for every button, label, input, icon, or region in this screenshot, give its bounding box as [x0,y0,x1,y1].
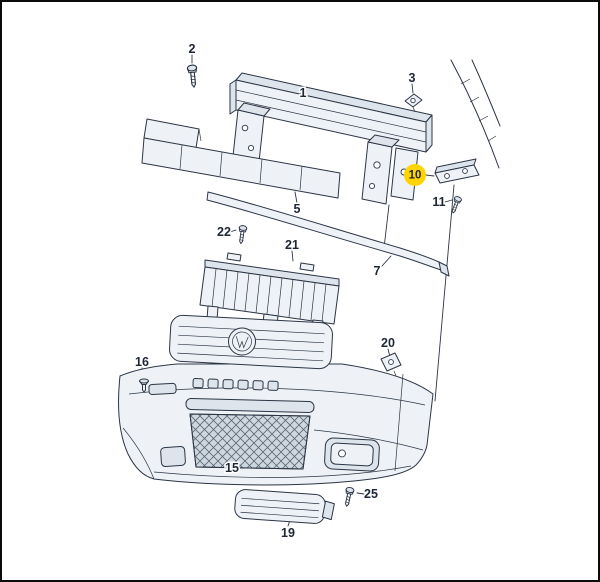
part-label-19[interactable]: 19 [280,525,297,542]
screw-part-25 [342,486,355,508]
highlight-circle[interactable] [404,164,426,186]
lower-trim-strip [206,191,450,277]
mounting-bracket-part-10 [434,158,480,184]
fog-light-grille [234,489,335,524]
part-label-15[interactable]: 15 [224,460,241,477]
part-label-11[interactable]: 11 [431,194,447,211]
svg-text:21: 21 [285,238,299,252]
part-label-7[interactable]: 7 [372,263,382,280]
part-label-2[interactable]: 2 [187,41,197,58]
bracket-part-3 [404,93,423,113]
svg-text:10: 10 [409,170,422,182]
bumper-cover [118,314,434,486]
svg-text:11: 11 [432,195,445,209]
svg-text:2: 2 [189,42,196,56]
upper-grille [169,314,333,370]
part-label-20[interactable]: 20 [380,335,397,352]
part-labels: 1 2 3 5 7 10 11 15 16 19 20 [134,41,448,542]
bumper-reinforcement-beam [229,72,433,205]
svg-text:19: 19 [281,526,295,540]
part-label-1[interactable]: 1 [298,85,308,102]
part-label-22[interactable]: 22 [216,224,233,241]
part-label-25[interactable]: 25 [363,486,380,503]
svg-text:3: 3 [409,71,416,85]
fog-lamp-recess [324,437,380,472]
part-label-21[interactable]: 21 [284,237,301,254]
svg-text:5: 5 [294,202,301,216]
part-label-16[interactable]: 16 [134,354,151,371]
svg-text:22: 22 [217,225,231,239]
part-label-5[interactable]: 5 [292,201,302,218]
impact-absorber [141,118,341,199]
svg-text:15: 15 [225,461,239,475]
tow-hook-cover [160,445,186,468]
alignment-line-beam-to-strip [383,204,390,249]
vw-emblem [228,327,257,356]
svg-text:20: 20 [381,336,395,350]
screw-part-22 [236,224,248,245]
bolt-part-2 [186,64,200,89]
part-label-10-highlighted[interactable]: 10 [404,164,426,186]
svg-text:1: 1 [300,86,307,100]
car-body-outline [450,59,501,169]
center-mesh-grille [189,413,311,470]
svg-text:25: 25 [364,487,378,501]
bracket-part-20 [380,352,402,377]
chrome-trim-bar [185,397,315,414]
left-vent-slot [148,382,177,396]
part-label-3[interactable]: 3 [407,70,417,87]
alignment-line-body-to-bumper [434,184,455,402]
svg-text:7: 7 [374,264,381,278]
svg-text:16: 16 [135,355,149,369]
